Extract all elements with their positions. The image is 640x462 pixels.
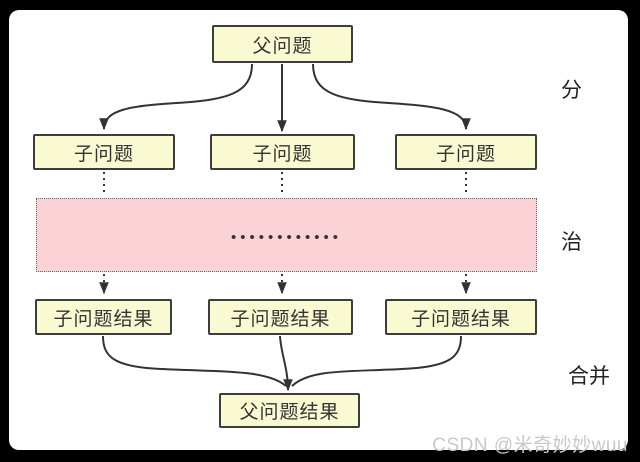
node-sub-problem-1: 子问题 — [33, 134, 175, 170]
node-sub-result-1: 子问题结果 — [35, 299, 172, 335]
node-sub-result-3: 子问题结果 — [385, 299, 537, 335]
csdn-watermark: CSDN @米奇妙妙wuu — [432, 435, 628, 456]
node-sub-problem-3: 子问题 — [395, 134, 537, 170]
stage-label-merge: 合并 — [568, 365, 610, 388]
ellipsis-dots: •••••••••••• — [230, 229, 343, 246]
node-parent-problem: 父问题 — [212, 25, 353, 63]
conquer-region: •••••••••••• — [36, 198, 537, 272]
node-sub-result-2: 子问题结果 — [208, 299, 353, 335]
node-sub-problem-2: 子问题 — [210, 134, 355, 170]
stage-label-conquer: 治 — [561, 231, 582, 254]
stage-label-divide: 分 — [561, 79, 582, 102]
node-parent-result: 父问题结果 — [219, 393, 360, 428]
